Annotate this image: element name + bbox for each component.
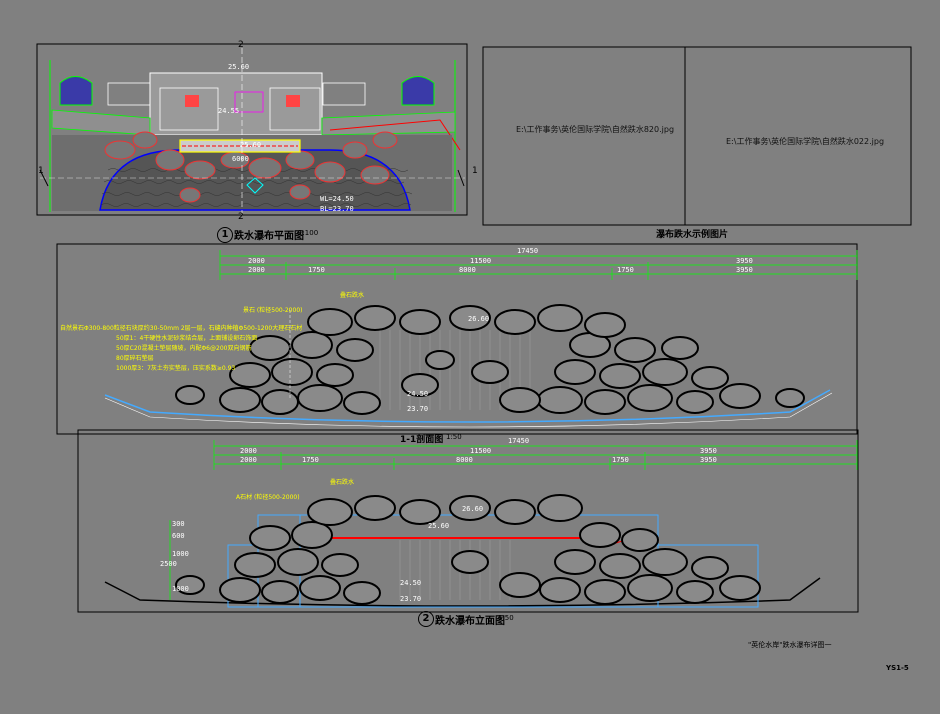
elev-scale: 1:50 (498, 614, 514, 622)
plan-dim-1: 25.60 (228, 63, 250, 71)
section-note-1: 自然景石Φ300-800粒径石块厚约30-50mm 2层一层，石缝内种植Φ500… (60, 325, 303, 332)
section-dim-total: 17450 (517, 247, 539, 255)
section-level-2: 24.50 (407, 390, 429, 398)
section-dim-r3-2: 1750 (308, 266, 325, 274)
section-dim-r2-3: 3950 (736, 257, 753, 265)
section-dim-r3-5: 3950 (736, 266, 753, 274)
plan-number-circle: 1 (217, 227, 233, 243)
section-mark-bottom: 2 (238, 212, 244, 222)
section-dim-r3-3: 8000 (459, 266, 476, 274)
elev-vdim-2: 600 (172, 532, 185, 540)
photo-right-path: E:\工作事务\英伦国际学院\自然跌水022.jpg (726, 137, 885, 146)
section-scale: 1:50 (446, 433, 462, 441)
plan-dim-3: 25.60 (240, 141, 262, 149)
elev-dim-r3-3: 8000 (456, 456, 473, 464)
plan-view (36, 43, 468, 218)
elev-level-2: 25.60 (428, 522, 450, 530)
elev-rock-label: A石材 (粒径500-2000) (236, 494, 300, 501)
plan-level-wl: WL=24.50 (320, 195, 354, 203)
elev-title: 跌水瀑布立面图 (435, 616, 505, 627)
photos-title: 瀑布跌水示例图片 (656, 230, 729, 240)
elev-vdim-5: 1000 (172, 585, 189, 593)
section-note-top: 叠石跌水 (340, 292, 365, 299)
section-note-3: 50厚C20混凝土垫层随坡，内配Φ6@200双向钢筋 (116, 345, 252, 352)
elev-number-circle: 2 (418, 611, 434, 627)
photo-left-path: E:\工作事务\英伦国际学院\自然跌水820.jpg (516, 125, 675, 134)
plan-dim-2: 24.55 (218, 107, 240, 115)
section-note-2: 50厚1：4干硬性水泥砂浆结合层，上面铺设卵石饰面 (116, 335, 258, 342)
elev-vdim-4: 2500 (160, 560, 177, 568)
elevation-view (77, 429, 859, 613)
elev-dim-r2-1: 2000 (240, 447, 257, 455)
section-mark-left: 1 (38, 166, 44, 176)
elev-vdim-1: 300 (172, 520, 185, 528)
plan-level-bl: BL=23.70 (320, 205, 354, 213)
elev-dim-r3-2: 1750 (302, 456, 319, 464)
section-dim-r3-4: 1750 (617, 266, 634, 274)
elev-vdim-3: 1000 (172, 550, 189, 558)
elev-level-4: 23.70 (400, 595, 422, 603)
section-mark-right: 1 (472, 166, 478, 176)
section-note-5: 1000厚3：7灰土夯实垫层，压实系数≥0.93 (116, 365, 236, 372)
elev-note-top: 叠石跌水 (330, 479, 355, 486)
section-dim-r2-2: 11500 (470, 257, 492, 265)
elev-dim-r2-3: 3950 (700, 447, 717, 455)
section-level-1: 26.60 (468, 315, 490, 323)
elev-dim-r3-4: 1750 (612, 456, 629, 464)
plan-scale: 1:100 (298, 229, 319, 237)
section-rock-label: 景石 (粒径500-2000) (243, 307, 303, 314)
section-mark-top: 2 (238, 40, 244, 50)
elev-dim-r3-5: 3950 (700, 456, 717, 464)
section-note-4: 80厚碎石垫层 (116, 355, 154, 362)
plan-dim-4: 6000 (232, 155, 249, 163)
section-dim-r2-1: 2000 (248, 257, 265, 265)
section-dim-r3-1: 2000 (248, 266, 265, 274)
elev-dim-r3-1: 2000 (240, 456, 257, 464)
section-level-3: 23.70 (407, 405, 429, 413)
plan-title: 跌水瀑布平面图 (234, 231, 304, 242)
elev-dim-r2-2: 11500 (470, 447, 492, 455)
elev-level-1: 26.60 (462, 505, 484, 513)
section-title: 1-1剖面图 (400, 435, 444, 445)
photo-frames (482, 46, 912, 226)
elev-level-3: 24.50 (400, 579, 422, 587)
footer-sheet: YS1-5 (886, 664, 909, 672)
section-view (56, 243, 858, 435)
footer-project: "英伦水岸"跌水瀑布详图一 (748, 641, 832, 649)
elev-dim-total: 17450 (508, 437, 530, 445)
